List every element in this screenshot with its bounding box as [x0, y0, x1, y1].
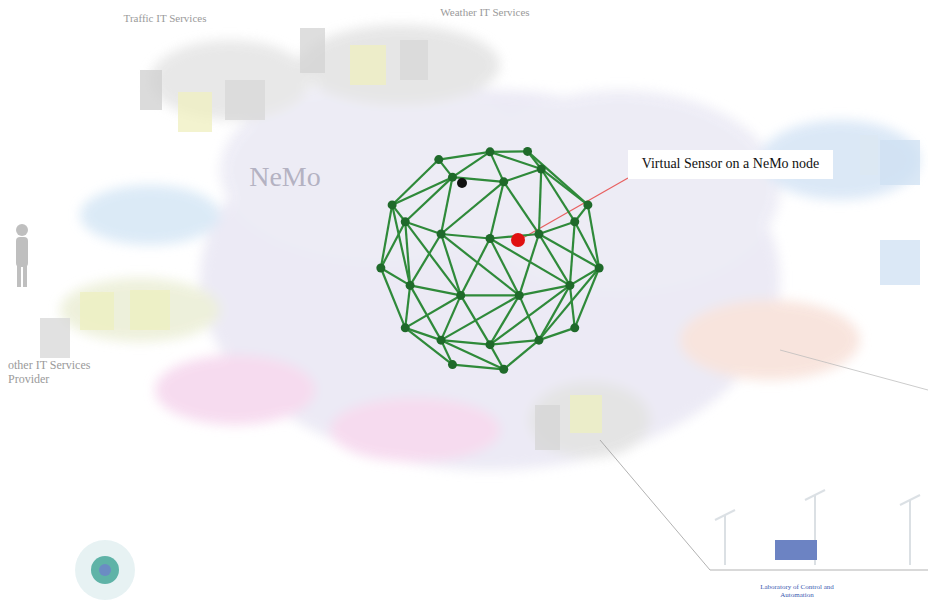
mesh-node: [376, 264, 385, 273]
mesh-edge: [405, 222, 461, 296]
mesh-edge: [539, 169, 541, 234]
virtual-sensor-node: [511, 233, 525, 247]
mesh-node: [437, 336, 446, 345]
mesh-node: [486, 147, 495, 156]
geodesic-sphere: [376, 147, 603, 374]
mesh-node: [595, 264, 604, 273]
mesh-edge: [490, 152, 541, 169]
mesh-node: [448, 173, 457, 182]
mesh-edge: [441, 234, 490, 238]
mesh-node: [457, 178, 467, 188]
mesh-edge: [405, 328, 452, 365]
mesh-node: [486, 234, 495, 243]
mesh-edge: [541, 169, 575, 222]
mesh-edge: [504, 169, 542, 182]
mesh-edge: [539, 268, 599, 340]
mesh-node: [456, 291, 465, 300]
mesh-edge: [441, 295, 461, 340]
callout-box: Virtual Sensor on a NeMo node: [628, 150, 833, 179]
mesh-edge: [392, 205, 410, 285]
mesh-node: [583, 200, 592, 209]
mesh-edge: [452, 152, 490, 177]
region-label: NeMo: [225, 160, 345, 194]
mesh-edge: [575, 268, 599, 328]
mesh-edge: [410, 234, 441, 285]
mesh-edge: [461, 294, 519, 296]
mesh-node: [406, 281, 415, 290]
mesh-node: [534, 336, 543, 345]
mesh-edge: [452, 365, 503, 370]
mesh-edge: [392, 177, 452, 205]
callout-text: Virtual Sensor on a NeMo node: [638, 156, 823, 173]
mesh-node: [523, 147, 532, 156]
mesh-edge: [441, 234, 519, 295]
region-label: Laboratory of Control and Automation: [752, 583, 842, 600]
mesh-node: [448, 360, 457, 369]
mesh-edge: [405, 285, 410, 327]
mesh-edge: [490, 150, 528, 153]
mesh-edge: [381, 268, 405, 328]
mesh-edge: [405, 222, 410, 286]
mesh-edge: [490, 285, 570, 344]
mesh-node: [570, 217, 579, 226]
mesh-node: [499, 177, 508, 186]
mesh-edge: [490, 340, 539, 344]
mesh-node: [401, 323, 410, 332]
mesh-node: [565, 281, 574, 290]
mesh-edge: [441, 340, 504, 369]
mesh-edge: [461, 238, 490, 295]
mesh-node: [515, 291, 524, 300]
mesh-node: [534, 229, 543, 238]
mesh-edge: [410, 285, 461, 295]
mesh-edge: [381, 222, 405, 268]
mesh-edge: [539, 222, 575, 234]
mesh-edge: [504, 182, 539, 234]
mesh-node: [537, 164, 546, 173]
mesh-node: [499, 365, 508, 374]
mesh-node: [401, 217, 410, 226]
mesh-node: [486, 340, 495, 349]
mesh-edge: [539, 328, 575, 340]
mesh-edge: [528, 151, 588, 205]
mesh-edge: [441, 177, 452, 234]
mesh-edge: [405, 328, 441, 340]
mesh-node: [437, 229, 446, 238]
mesh-edge: [588, 205, 599, 268]
mesh-edge: [519, 295, 539, 340]
mesh-edge: [570, 222, 575, 286]
mesh-edge: [461, 295, 490, 344]
mesh-edge: [570, 285, 575, 327]
mesh-node: [434, 155, 443, 164]
region-label: Weather IT Services: [420, 6, 550, 19]
region-label: other IT Services Provider: [8, 358, 118, 387]
region-label: Traffic IT Services: [100, 12, 230, 25]
mesh-edge: [441, 295, 519, 340]
mesh-node: [570, 323, 579, 332]
mesh-node: [388, 200, 397, 209]
mesh-edge: [504, 340, 539, 369]
mesh-edge: [441, 234, 461, 295]
